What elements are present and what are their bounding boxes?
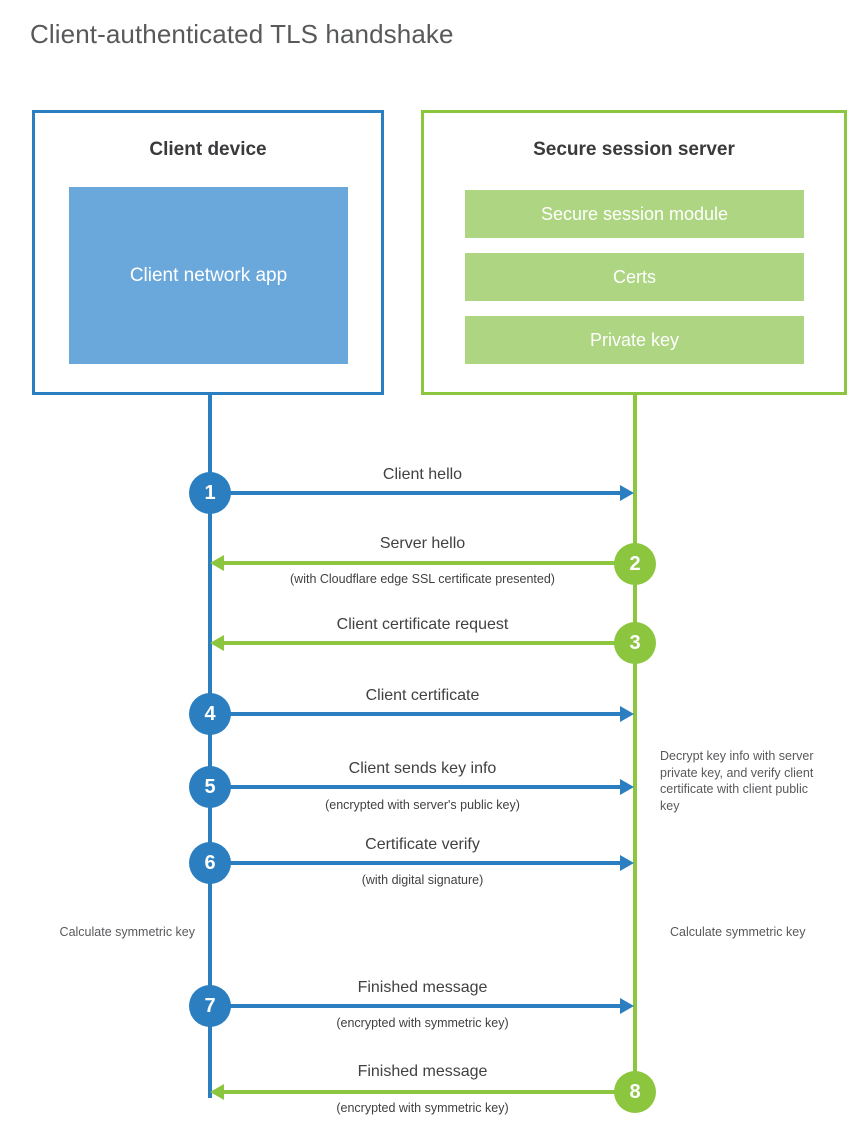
step-6-label: Certificate verify bbox=[365, 836, 480, 853]
step-5-label: Client sends key info bbox=[348, 760, 497, 777]
client-device-title: Client device bbox=[149, 139, 267, 160]
step-badge-1: 1 bbox=[189, 472, 231, 514]
arrow-head-right-icon bbox=[620, 855, 634, 871]
step-8-sublabel: (encrypted with symmetric key) bbox=[336, 1101, 509, 1115]
arrow-head-left-icon bbox=[210, 555, 224, 571]
annotation-server-decrypt: Decrypt key info with server private key… bbox=[660, 749, 814, 813]
server-lifeline bbox=[633, 394, 637, 1094]
step-2-label: Server hello bbox=[379, 535, 466, 552]
secure-session-server-title: Secure session server bbox=[533, 139, 735, 160]
step-2-arrow bbox=[210, 555, 634, 571]
step-3-arrow bbox=[210, 635, 634, 651]
step-5-sublabel: (encrypted with server's public key) bbox=[325, 798, 520, 812]
secure-session-server-box: Secure session server Secure session mod… bbox=[421, 110, 847, 395]
step-badge-6: 6 bbox=[189, 842, 231, 884]
step-7-sublabel: (encrypted with symmetric key) bbox=[336, 1016, 509, 1030]
step-1-label: Client hello bbox=[382, 466, 463, 483]
step-7-arrow bbox=[210, 998, 634, 1014]
step-6-arrow bbox=[210, 855, 634, 871]
step-2-sublabel: (with Cloudflare edge SSL certificate pr… bbox=[290, 572, 555, 586]
step-badge-3: 3 bbox=[614, 622, 656, 664]
step-3-label: Client certificate request bbox=[336, 616, 509, 633]
step-1-arrow bbox=[210, 485, 634, 501]
arrow-head-right-icon bbox=[620, 779, 634, 795]
server-component-certs: Certs bbox=[465, 253, 804, 301]
step-badge-7: 7 bbox=[189, 985, 231, 1027]
arrow-head-right-icon bbox=[620, 485, 634, 501]
step-badge-8: 8 bbox=[614, 1071, 656, 1113]
server-component-secure-session-module: Secure session module bbox=[465, 190, 804, 238]
step-5-arrow bbox=[210, 779, 634, 795]
step-badge-2: 2 bbox=[614, 543, 656, 585]
step-6-sublabel: (with digital signature) bbox=[361, 873, 484, 887]
client-lifeline bbox=[208, 394, 212, 1098]
step-badge-4: 4 bbox=[189, 693, 231, 735]
arrow-head-right-icon bbox=[620, 706, 634, 722]
annotation-client-calculate-symmetric-key: Calculate symmetric key bbox=[59, 925, 195, 939]
page-title: Client-authenticated TLS handshake bbox=[30, 19, 454, 49]
arrow-head-left-icon bbox=[210, 1084, 224, 1100]
server-component-private-key: Private key bbox=[465, 316, 804, 364]
step-4-arrow bbox=[210, 706, 634, 722]
step-8-label: Finished message bbox=[357, 1063, 488, 1080]
annotation-server-calculate-symmetric-key: Calculate symmetric key bbox=[670, 925, 806, 939]
step-4-label: Client certificate bbox=[365, 687, 480, 704]
step-8-arrow bbox=[210, 1084, 634, 1100]
client-network-app-box: Client network app bbox=[69, 187, 348, 364]
step-7-label: Finished message bbox=[357, 979, 488, 996]
arrow-head-right-icon bbox=[620, 998, 634, 1014]
arrow-head-left-icon bbox=[210, 635, 224, 651]
step-badge-5: 5 bbox=[189, 766, 231, 808]
client-device-box: Client device Client network app bbox=[32, 110, 384, 395]
